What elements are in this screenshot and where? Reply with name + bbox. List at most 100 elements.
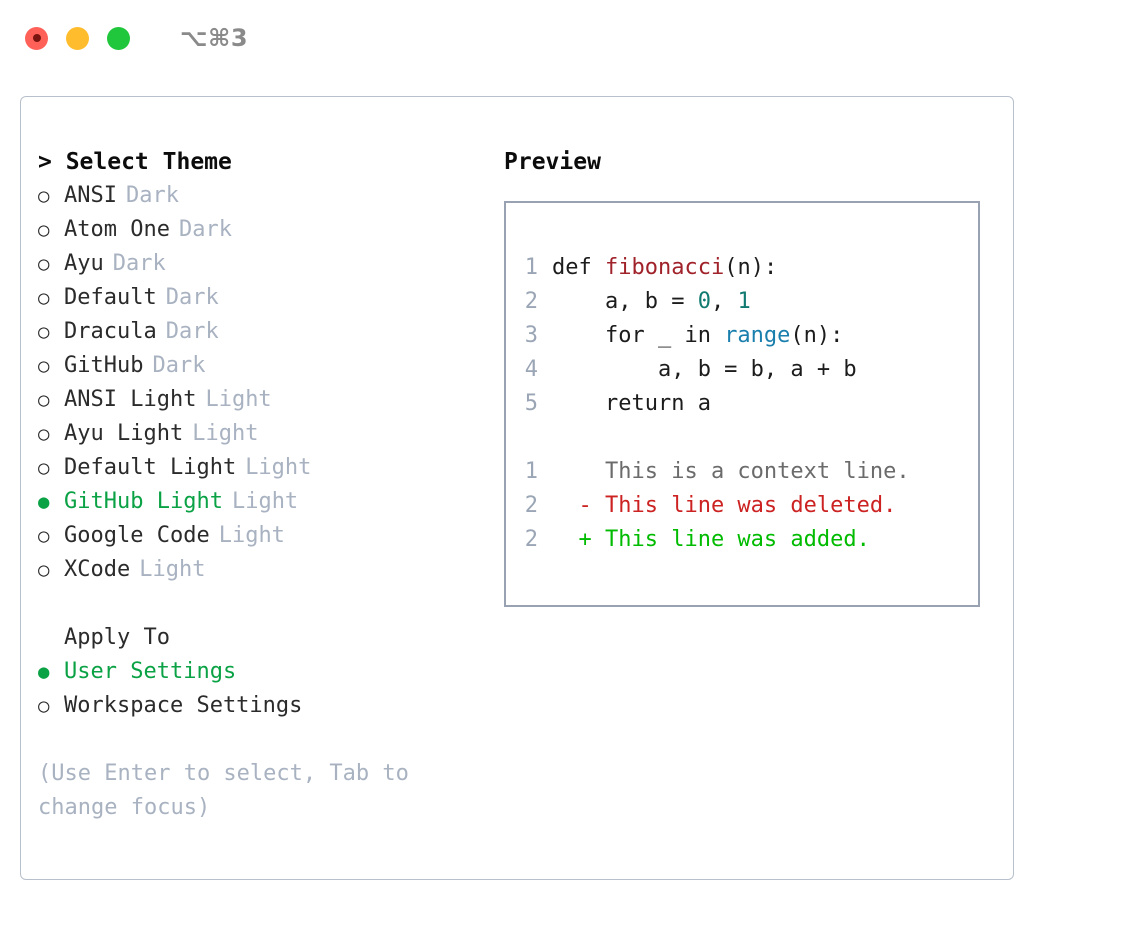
diff-line-content: This is a context line. [552,455,910,489]
keyboard-hint: (Use Enter to select, Tab to change focu… [38,761,409,820]
apply-to-title-label: Apply To [64,625,170,650]
code-token: a, b = b, a + b [552,357,857,382]
diff-text: This line was deleted. [604,493,897,518]
theme-option-variant: Dark [165,319,219,344]
theme-option-variant: Dark [152,353,206,378]
code-line-number: 3 [524,323,538,348]
theme-option-label: GitHub Light [64,489,223,514]
code-token: fibonacci [604,255,725,280]
diff-text: This is a context line. [604,459,910,484]
diff-line: 2 - This line was deleted. [506,489,978,523]
theme-option-label: ANSI Light [64,387,197,412]
radio-selected-icon: ● [38,491,50,513]
code-token: return a [552,391,711,416]
code-line-content: def fibonacci(n): [552,251,777,285]
theme-option-label: Ayu Light [64,421,184,446]
radio-unselected-icon: ○ [38,423,50,445]
diff-line-number: 1 [524,459,538,484]
radio-unselected-icon: ○ [38,253,50,275]
theme-option-label: Default [64,285,157,310]
theme-option-label: GitHub [64,353,144,378]
theme-option[interactable]: ● GitHub Light Light [38,485,491,519]
diff-marker: + [552,527,605,552]
code-token: for _ in [552,323,725,348]
diff-line-number: 2 [524,493,538,518]
diff-line-content: + This line was added. [552,523,869,557]
code-line: 3 for _ in range(n): [506,319,978,353]
apply-to-list: ● User Settings ○ Workspace Settings [38,655,491,723]
radio-unselected-icon: ○ [38,457,50,479]
window-controls [25,26,130,50]
theme-option[interactable]: ○ Dracula Dark [38,315,491,349]
apply-to-title-marker-placeholder: ○ [38,621,64,655]
code-line-number: 2 [524,289,538,314]
theme-option[interactable]: ○ ANSI Light Light [38,383,491,417]
theme-option[interactable]: ○ Ayu Dark [38,247,491,281]
code-line-content: a, b = 0, 1 [552,285,751,319]
theme-option-variant: Dark [125,183,179,208]
code-token: (n): [724,255,778,280]
code-token: a, b = [552,289,698,314]
radio-unselected-icon: ○ [38,695,50,717]
apply-to-option[interactable]: ● User Settings [38,655,491,689]
code-diff-gap [506,421,978,455]
list-spacer [38,587,491,621]
code-token: 1 [737,289,751,314]
apply-to-option-label: Workspace Settings [64,693,303,718]
code-line-number: 1 [524,255,538,280]
theme-option-variant: Light [245,455,312,480]
code-line: 1 def fibonacci(n): [506,251,978,285]
theme-option-label: Google Code [64,523,210,548]
theme-option-variant: Dark [178,217,232,242]
theme-option-variant: Dark [112,251,166,276]
theme-option-variant: Light [218,523,285,548]
theme-option-label: Atom One [64,217,170,242]
apply-to-title: ○ Apply To [38,621,491,655]
code-token: 0 [697,289,711,314]
select-theme-header: > Select Theme [38,149,232,175]
radio-selected-icon: ● [38,661,50,683]
minimize-button[interactable] [66,26,89,50]
code-line-content: a, b = b, a + b [552,353,857,387]
radio-unselected-icon: ○ [38,389,50,411]
radio-unselected-icon: ○ [38,321,50,343]
code-token: def [552,255,605,280]
theme-option-label: Default Light [64,455,237,480]
title-bar: ⌥⌘3 [0,0,1140,76]
diff-line: 1 This is a context line. [506,455,978,489]
apply-to-option-label: User Settings [64,659,237,684]
apply-to-option[interactable]: ○ Workspace Settings [38,689,491,723]
radio-unselected-icon: ○ [38,219,50,241]
code-line: 5 return a [506,387,978,421]
theme-option[interactable]: ○ Default Light Light [38,451,491,485]
theme-option-variant: Light [205,387,272,412]
diff-line: 2 + This line was added. [506,523,978,557]
preview-title: Preview [504,149,601,175]
theme-option[interactable]: ○ Atom One Dark [38,213,491,247]
code-line: 4 a, b = b, a + b [506,353,978,387]
theme-option-label: Ayu [64,251,104,276]
theme-option-label: Dracula [64,319,157,344]
radio-unselected-icon: ○ [38,287,50,309]
maximize-button[interactable] [107,26,130,50]
diff-sample: 1 This is a context line.2 - This line w… [506,455,978,557]
theme-option-label: ANSI [64,183,117,208]
close-button[interactable] [25,26,48,50]
keyboard-shortcut-label: ⌥⌘3 [180,24,249,52]
code-token: , [710,289,738,314]
code-token: (n): [790,323,844,348]
code-line-content: return a [552,387,711,421]
theme-option-variant: Light [231,489,299,514]
